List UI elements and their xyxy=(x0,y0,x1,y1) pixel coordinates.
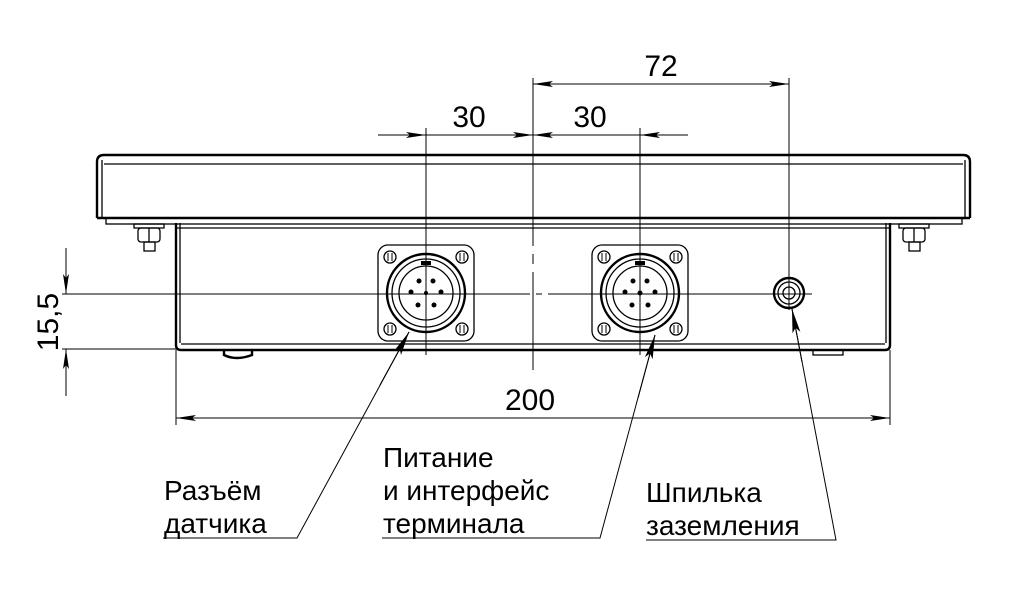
dimension-30-left: 30 xyxy=(378,101,533,138)
callout-ground-pin: Шпилька заземления xyxy=(646,477,800,541)
dimension-15-5-label: 15,5 xyxy=(32,293,65,351)
dimension-200-label: 200 xyxy=(505,384,555,417)
callout-sensor-connector: Разъём датчика xyxy=(164,475,267,539)
dimension-30-left-label: 30 xyxy=(452,101,485,134)
dimension-200: 200 xyxy=(176,384,890,421)
dimension-72: 72 xyxy=(533,50,789,87)
foot-left xyxy=(222,350,254,360)
dimension-15-5: 15,5 xyxy=(32,248,69,396)
power-interface-connector xyxy=(591,244,689,342)
dimension-72-label: 72 xyxy=(644,50,677,83)
dimension-30-right-label: 30 xyxy=(573,101,606,134)
leader-sensor-connector xyxy=(163,331,410,539)
callout-power-line3: терминала xyxy=(383,508,525,539)
callout-sensor-line1: Разъём xyxy=(164,475,262,506)
callout-power-interface: Питание и интерфейс терминала xyxy=(383,442,549,539)
callout-power-line2: и интерфейс xyxy=(383,475,549,506)
callout-power-line1: Питание xyxy=(383,442,494,473)
mounting-nut-left xyxy=(133,223,165,252)
mounting-nut-right xyxy=(898,223,930,252)
ground-pin xyxy=(772,276,806,310)
leader-power-interface xyxy=(382,334,656,539)
callout-ground-line1: Шпилька xyxy=(646,477,762,508)
callout-ground-line2: заземления xyxy=(646,510,800,541)
foot-right xyxy=(812,349,844,356)
leader-ground-pin xyxy=(646,308,837,541)
sensor-connector xyxy=(377,244,475,342)
callout-sensor-line2: датчика xyxy=(164,508,267,539)
dimension-30-right: 30 xyxy=(533,101,688,138)
